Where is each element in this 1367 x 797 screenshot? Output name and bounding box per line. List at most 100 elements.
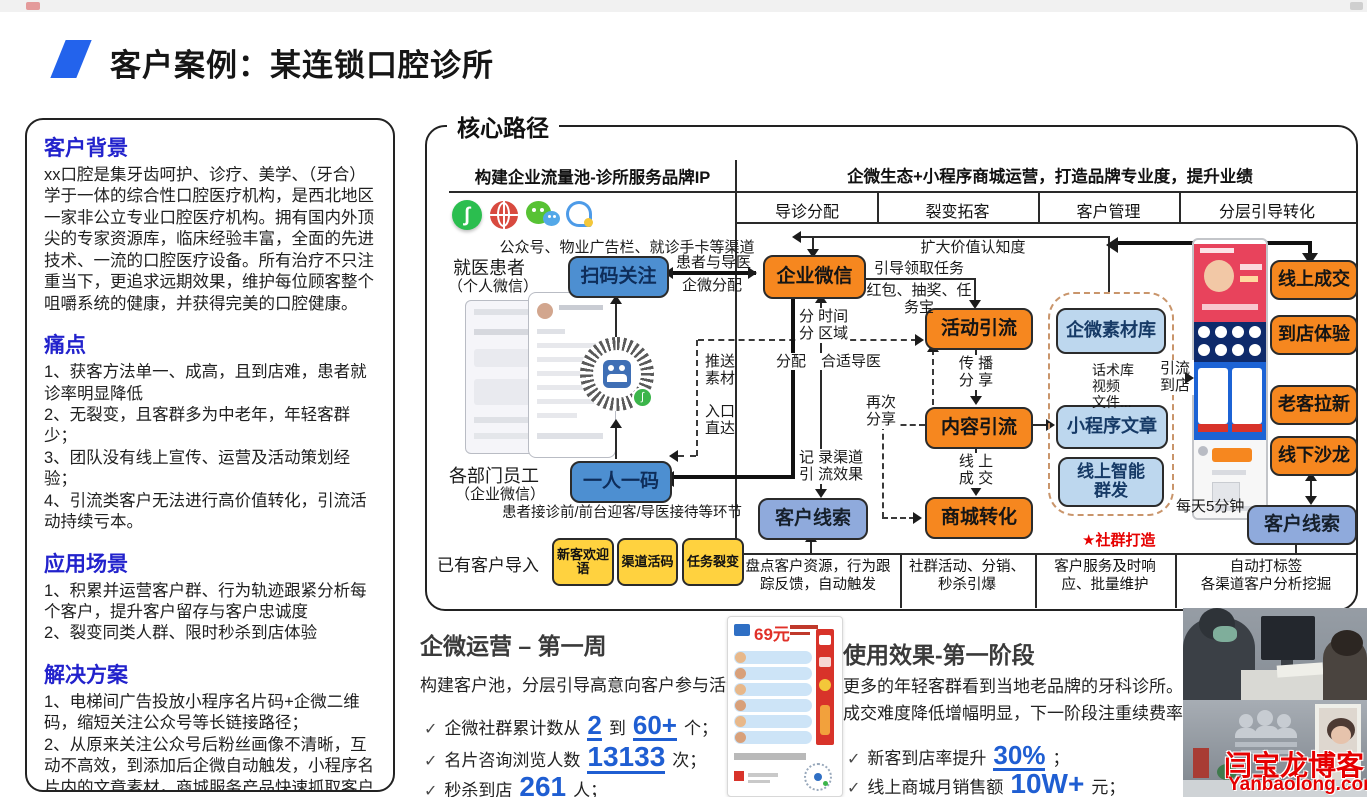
welcome-tag: 新客欢迎语 [552, 538, 614, 586]
title-slash-icon [50, 40, 92, 78]
mini-program-article-box: 小程序文章 [1056, 405, 1168, 449]
core-path-panel [425, 125, 1358, 611]
weekly-item-1: ✓ 企微社群累计数从 2 到 60+ 个； [424, 710, 718, 741]
assign-label-1: 患者与导医 [676, 254, 752, 271]
bottom-cell-2: 社群活动、分销、秒杀引爆 [909, 559, 1025, 594]
arrow [1030, 424, 1048, 426]
content-inflow-box: 内容引流 [925, 407, 1033, 449]
assign-label-2: 企微分配 [682, 277, 743, 294]
effect-body-2: 成交难度降低增幅明显，下一阶段注重续费率。 [843, 704, 1200, 723]
arrow [820, 302, 822, 492]
subheader-fission: 裂变拓客 [925, 204, 990, 221]
arrow [1310, 476, 1312, 502]
material-group-container [1048, 292, 1174, 516]
line [1175, 553, 1177, 608]
arrowhead [915, 334, 924, 346]
subheader-crm: 客户管理 [1076, 204, 1141, 221]
section-heading-scenario: 应用场景 [44, 552, 128, 576]
top-strip-chip [1350, 2, 1363, 10]
arrow [974, 278, 976, 302]
chat-icon [566, 201, 593, 227]
arrowhead [1305, 496, 1317, 505]
channels-icon: ∫ [452, 200, 482, 230]
customer-info-panel: 客户背景 xx口腔是集牙齿呵护、诊疗、美学、（牙合）学于一体的综合性口腔医疗机构… [25, 118, 395, 792]
page-title: 客户案例：某连锁口腔诊所 [110, 48, 494, 83]
channel-code-tag: 渠道活码 [617, 538, 678, 586]
check-icon: ✓ [847, 751, 861, 768]
effect-item-2: ✓ 线上商城月销售额 10W+ 元； [847, 770, 1125, 797]
diagram-right-header: 企微生态+小程序商城运营，打造品牌专业度，提升业绩 [847, 168, 1253, 186]
pain-body: 1、获客方法单一、成高，且到店难，患者就诊率明显降低 2、无裂变，且客群多为中老… [44, 363, 367, 532]
weekly-body: 构建客户池，分层引导高意向客户参与活动。 [420, 676, 760, 695]
poster-price: 69元 [754, 625, 790, 644]
wecom-material-lib-box: 企微素材库 [1056, 308, 1166, 354]
arrowhead [970, 487, 982, 496]
guide-task-label-2: 红包、抽奖、任务宝 [866, 282, 972, 317]
check-icon: ✓ [847, 780, 861, 797]
old-customer-referral-box: 老客拉新 [1270, 385, 1358, 425]
line [449, 191, 1356, 193]
promo-poster: 69元 [727, 616, 843, 797]
solution-body: 1、电梯间广告投放小程序名片码+企微二维码，缩短关注公众号等长链接路径； 2、从… [44, 692, 374, 792]
qr-code-circle: ∫ [580, 337, 654, 411]
customer-leads-box-right: 客户线索 [1247, 505, 1357, 545]
line [1038, 192, 1040, 222]
dashed-line [932, 349, 934, 405]
effect-item-1: ✓ 新客到店率提升 30% ； [847, 740, 1070, 771]
stat-groups-to: 60+ [632, 710, 677, 741]
entry-direct-label: 入口直达 [705, 403, 736, 438]
arrowhead [748, 267, 757, 279]
diagram-title: 核心路径 [447, 109, 559, 143]
online-deal-label: 线 上成 交 [953, 453, 999, 488]
record-channel-label: 记 录渠道引 流效果 [799, 449, 871, 484]
smart-group-send-box: 线上智能 群发 [1058, 457, 1164, 507]
channels-caption: 公众号、物业广告栏、就诊手卡等渠道 [499, 239, 755, 256]
arrowhead [807, 249, 819, 258]
dashed-line [882, 517, 915, 519]
dashed-line [678, 455, 696, 457]
bottom-cell-3: 客户服务及时响应、批量维护 [1054, 559, 1156, 594]
arrow [862, 278, 976, 280]
push-material-label: 推送素材 [705, 353, 736, 388]
stat-monthly-sales: 10W+ [1010, 770, 1084, 797]
arrow [791, 297, 795, 479]
line [735, 160, 737, 553]
offline-salon-box: 线下沙龙 [1270, 436, 1358, 476]
poster-logo [734, 624, 750, 636]
arrowhead [1106, 237, 1118, 253]
activity-inflow-box: 活动引流 [925, 308, 1033, 350]
clinic-photo-bottom [1183, 700, 1367, 797]
arrow [672, 271, 756, 275]
wechat-icon [526, 201, 560, 229]
line [735, 222, 1356, 224]
dashed-line [882, 424, 884, 518]
weekly-title: 企微运营 – 第一周 [420, 633, 607, 659]
arrowhead [669, 450, 678, 462]
material-lib-detail: 话术库 视频 文件... [1092, 362, 1134, 411]
poster-side-banner [816, 629, 834, 745]
guide-task-label-1: 引导领取任务 [866, 260, 972, 278]
dashed-line [882, 424, 925, 426]
check-icon: ✓ [424, 753, 438, 770]
arrowhead [969, 300, 981, 309]
patient-sublabel: （个人微信） [448, 278, 539, 295]
arrowhead [1185, 372, 1194, 384]
existing-customers-label: 已有客户导入 [437, 556, 539, 575]
watermark-text: 闫宝龙博客 [1224, 750, 1365, 781]
patient-label: 就医患者 [453, 258, 525, 278]
staff-label: 各部门员工 [449, 466, 539, 486]
subheader-guide-assign: 导诊分配 [774, 204, 839, 221]
arrow [800, 236, 1108, 238]
diagram-left-header: 构建企业流量池-诊所服务品牌IP [474, 169, 711, 187]
weekly-item-3: ✓ 秒杀到店 261 人； [424, 773, 607, 797]
section-heading-solution: 解决方案 [44, 663, 128, 687]
arrow [810, 540, 812, 553]
mall-convert-box: 商城转化 [925, 497, 1033, 539]
line [1179, 192, 1181, 222]
section-heading-background: 客户背景 [44, 137, 128, 160]
line [735, 553, 1356, 555]
expand-value-label: 扩大价值认知度 [920, 239, 1026, 256]
customer-leads-box: 客户线索 [758, 498, 868, 540]
bottom-cell-1: 盘点客户资源，行为跟踪反馈，自动触发 [745, 559, 891, 594]
